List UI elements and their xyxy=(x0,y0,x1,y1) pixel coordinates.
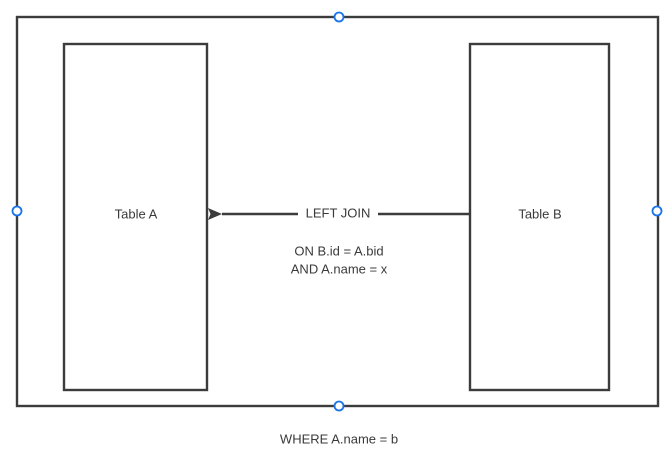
where-caption: WHERE A.name = b xyxy=(280,431,398,446)
table-a-label: Table A xyxy=(115,206,158,221)
join-condition-and: AND A.name = x xyxy=(291,261,388,276)
table-b-label: Table B xyxy=(518,206,561,221)
table-a-box[interactable] xyxy=(62,42,209,392)
join-edge-label-mask xyxy=(298,205,378,223)
handle-bottom-icon[interactable] xyxy=(333,400,345,412)
join-edge-label: LEFT JOIN xyxy=(306,205,371,220)
handle-left-icon[interactable] xyxy=(11,205,23,217)
join-condition-on: ON B.id = A.bid xyxy=(294,243,383,258)
handle-top-icon[interactable] xyxy=(333,11,345,23)
handle-right-icon[interactable] xyxy=(651,205,663,217)
table-b-box[interactable] xyxy=(468,42,611,392)
